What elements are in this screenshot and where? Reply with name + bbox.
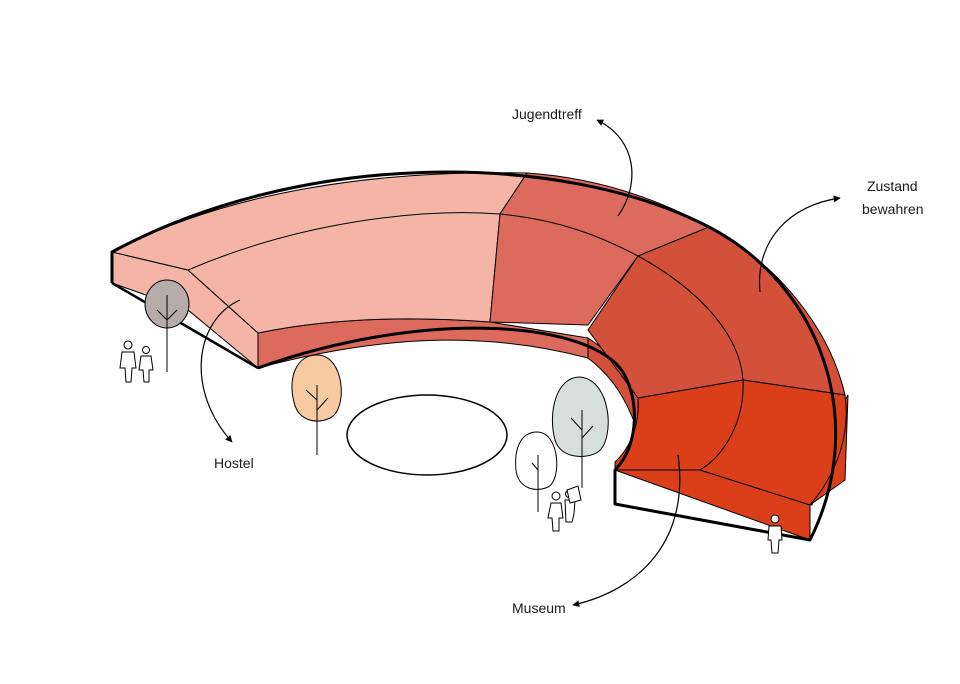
arrow-jugendtreff — [596, 119, 633, 217]
tree-gray-icon — [144, 279, 190, 372]
label-hostel: Hostel — [214, 455, 254, 471]
label-zustand-line1: Zustand — [867, 178, 918, 194]
ring-outer-outline — [110, 170, 838, 542]
person-icon — [767, 514, 783, 554]
people-group-icon — [547, 485, 582, 532]
arrow-hostel — [200, 299, 241, 443]
roof-inner-ring-line — [187, 212, 744, 471]
arrow-museum — [572, 454, 681, 608]
jugendtreff-roof — [489, 172, 711, 326]
arrow-zustand — [758, 195, 841, 293]
tree-orange-icon — [291, 354, 342, 455]
ring-outer-base — [111, 281, 259, 370]
label-museum: Museum — [512, 600, 566, 616]
label-zustand-bewahren: Zustand bewahren — [862, 175, 924, 221]
label-jugendtreff: Jugendtreff — [512, 106, 582, 122]
central-oval — [346, 394, 508, 476]
people-couple-icon — [119, 340, 154, 383]
tree-outline-icon — [515, 431, 558, 512]
tree-green-icon — [552, 376, 609, 488]
label-zustand-line2: bewahren — [862, 201, 924, 217]
